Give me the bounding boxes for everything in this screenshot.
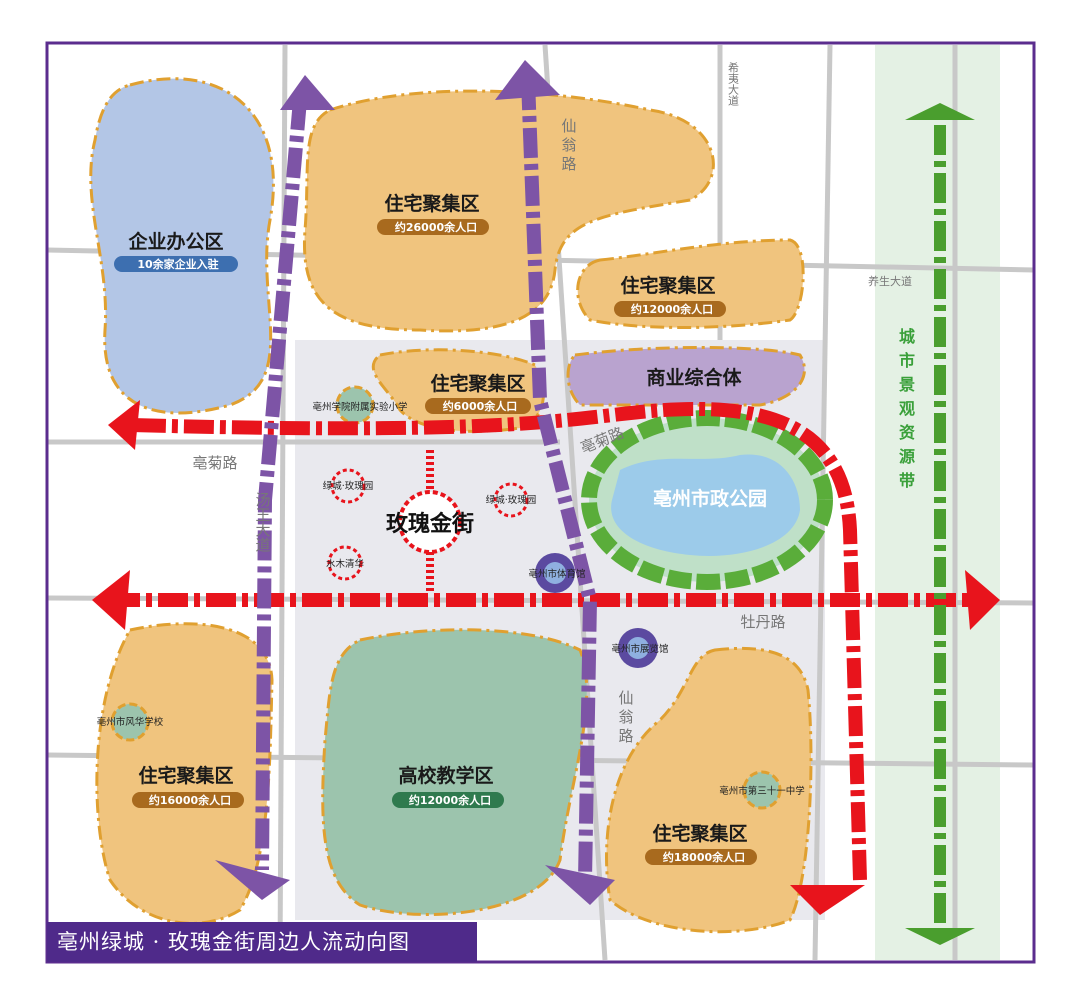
res-north-label: 住宅聚集区: [384, 192, 479, 215]
map-frame: [45, 41, 1036, 964]
office-label: 企业办公区: [127, 230, 223, 253]
zone-university: [321, 628, 589, 917]
university-badge-text: 约12000余人口: [409, 793, 491, 807]
park-green-ring: [581, 410, 833, 590]
res-north-badge: [377, 219, 489, 235]
road-yangsheng: 养生大道: [868, 274, 912, 288]
flow-arrows: [110, 79, 990, 930]
zone-residential-sw: [95, 622, 274, 925]
poi-stadium: 亳州市体育馆: [528, 568, 585, 580]
res-se-label: 住宅聚集区: [652, 822, 747, 845]
university-label: 高校教学区: [398, 764, 493, 787]
res-se-badge: [645, 849, 757, 865]
project-logo: 玫瑰金街: [386, 511, 474, 537]
office-badge-text: 10余家企业入驻: [137, 257, 218, 271]
map-title: 亳州绿城 · 玫瑰金街周边人流动向图: [47, 922, 477, 962]
university-badge: [392, 792, 504, 808]
poi-school-3: 亳州市第三十一中学: [719, 785, 805, 797]
purple-flow-center: [521, 79, 598, 881]
poi-rose-1: 绿城·玫瑰园: [323, 480, 374, 492]
res-ne-badge: [614, 301, 726, 317]
poi-school-1: 亳州学院附属实验小学: [312, 401, 407, 413]
park-label: 亳州市政公园: [653, 487, 767, 510]
res-center-badge: [425, 398, 531, 414]
green-belt-label: 城市景观资源带: [896, 328, 915, 496]
road-xianweng-south: 仙翁路: [616, 690, 635, 747]
res-ne-badge-text: 约12000余人口: [631, 302, 713, 316]
poi-markers: [110, 385, 782, 810]
road-tangwang: 汤王大道: [253, 492, 272, 552]
res-sw-label: 住宅聚集区: [138, 764, 233, 787]
zone-office: [89, 77, 275, 415]
res-center-badge-text: 约6000余人口: [443, 399, 518, 413]
road-mudan: 牡丹路: [740, 613, 785, 631]
road-bozhu-west: 亳菊路: [192, 454, 237, 472]
res-north-badge-text: 约26000余人口: [395, 220, 477, 234]
poi-exhibition: 亳州市展览馆: [611, 643, 668, 655]
poi-shuimu: 水木清华: [326, 558, 365, 570]
purple-flow-west: [255, 99, 307, 871]
zone-commercial: [566, 346, 806, 407]
zone-residential-north: [302, 89, 715, 333]
road-xianweng-north: 仙翁路: [559, 118, 578, 175]
res-ne-label: 住宅聚集区: [620, 274, 715, 297]
arrowheads: [92, 60, 1000, 945]
res-center-label: 住宅聚集区: [430, 372, 525, 395]
res-sw-badge: [132, 792, 244, 808]
poi-school-2: 亳州市风华学校: [97, 716, 164, 728]
commercial-label: 商业综合体: [646, 366, 742, 389]
poi-rose-2: 绿城·玫瑰园: [486, 494, 537, 506]
red-flow-north-loop: [129, 401, 867, 881]
res-sw-badge-text: 约16000余人口: [149, 793, 231, 807]
road-xiyi: 希夷大道: [726, 62, 740, 106]
park-lake: [611, 454, 800, 556]
office-badge: [114, 256, 238, 272]
res-se-badge-text: 约18000余人口: [663, 850, 745, 864]
